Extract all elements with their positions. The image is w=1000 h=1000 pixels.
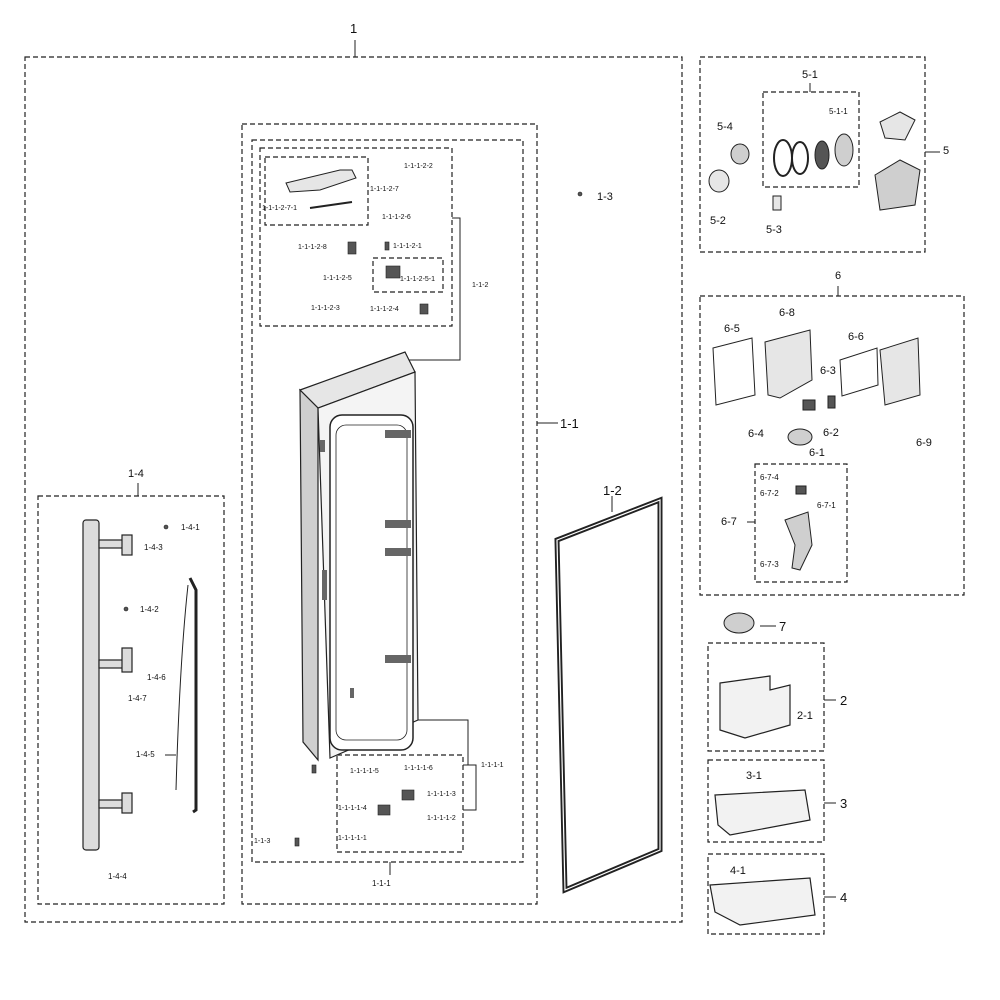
group-box-6-7: [754, 463, 848, 583]
label-1-4: 1-4: [128, 468, 144, 480]
group-box-4: [707, 853, 825, 935]
label-1-4-3: 1-4-3: [144, 543, 163, 552]
label-1-1-1-2-1: 1-1-1-2-1: [393, 243, 422, 250]
label-1-4-4: 1-4-4: [108, 872, 127, 881]
label-1-1-1-2-3: 1-1-1-2-3: [311, 305, 340, 312]
label-5-4: 5-4: [717, 121, 733, 133]
label-5: 5: [943, 145, 950, 157]
label-1-4-2: 1-4-2: [140, 605, 159, 614]
door-assembly: [298, 351, 419, 762]
label-6-8: 6-8: [779, 307, 795, 319]
label-1-1-1-2-5: 1-1-1-2-5: [323, 275, 352, 282]
label-1-1: 1-1: [560, 416, 579, 431]
label-1-2: 1-2: [603, 483, 622, 498]
label-6-7: 6-7: [721, 516, 737, 528]
label-3-1: 3-1: [746, 770, 762, 782]
label-1-1-1-1-4: 1-1-1-1-4: [338, 805, 367, 812]
label-1-1-1-1-5: 1-1-1-1-5: [350, 768, 379, 775]
group-box-1-1: [241, 123, 538, 905]
label-6-1: 6-1: [809, 447, 825, 459]
label-1-1-1-2-5-1: 1-1-1-2-5-1: [400, 276, 436, 283]
group-box-1: [24, 56, 683, 923]
label-6-4: 6-4: [748, 428, 764, 440]
label-1-1-1-2-6: 1-1-1-2-6: [382, 214, 411, 221]
group-box-1-1-1: [251, 139, 524, 863]
group-box-5: [699, 56, 926, 253]
label-6-7-3: 6-7-3: [760, 560, 779, 569]
label-2: 2: [840, 693, 848, 708]
label-1-4-6: 1-4-6: [147, 673, 166, 682]
label-3: 3: [840, 796, 848, 811]
label-1-1-1-1-1: 1-1-1-1-1: [338, 835, 367, 842]
label-5-3: 5-3: [766, 224, 782, 236]
label-6-7-1: 6-7-1: [817, 501, 836, 510]
label-1-3: 1-3: [597, 191, 613, 203]
label-4: 4: [840, 890, 848, 905]
group-box-5-1: [762, 91, 860, 188]
group-box-1-1-1-2-5: [372, 257, 444, 293]
box6-parts: [712, 329, 921, 634]
group-box-1-1-1-2-7: [264, 156, 369, 226]
label-1-4-5: 1-4-5: [136, 750, 155, 759]
group-box-1-4: [37, 495, 225, 905]
label-1-1-1-1-3: 1-1-1-1-3: [427, 791, 456, 798]
label-1-4-7: 1-4-7: [128, 694, 147, 703]
label-5-1: 5-1: [802, 69, 818, 81]
handle: [82, 519, 133, 851]
label-6-6: 6-6: [848, 331, 864, 343]
label-6-5: 6-5: [724, 323, 740, 335]
label-1-1-1-2-4: 1-1-1-2-4: [370, 306, 399, 313]
label-1-4-1: 1-4-1: [181, 523, 200, 532]
label-6-2: 6-2: [823, 427, 839, 439]
label-1-1-1-2-2: 1-1-1-2-2: [404, 163, 433, 170]
label-2-1: 2-1: [797, 710, 813, 722]
group-box-2: [707, 642, 825, 752]
label-6-9: 6-9: [916, 437, 932, 449]
label-6-7-2: 6-7-2: [760, 489, 779, 498]
label-1-1-1-2-7: 1-1-1-2-7: [370, 186, 399, 193]
bin-parts: [709, 675, 816, 926]
label-6: 6: [835, 270, 842, 282]
label-1-1-3: 1-1-3: [254, 838, 271, 845]
group-box-6: [699, 295, 965, 596]
label-6-7-4: 6-7-4: [760, 473, 779, 482]
label-1: 1: [350, 21, 358, 36]
label-6-3: 6-3: [820, 365, 836, 377]
label-1-1-1: 1-1-1: [372, 879, 391, 888]
handle-strip: [188, 577, 198, 814]
label-1-1-1-2-7-1: 1-1-1-2-7-1: [262, 205, 298, 212]
label-5-2: 5-2: [710, 215, 726, 227]
label-1-1-2: 1-1-2: [472, 282, 489, 289]
label-4-1: 4-1: [730, 865, 746, 877]
group-box-3: [707, 759, 825, 843]
label-7: 7: [779, 619, 787, 634]
label-1-1-1-2-8: 1-1-1-2-8: [298, 244, 327, 251]
label-1-1-1-1-2: 1-1-1-1-2: [427, 815, 456, 822]
label-1-1-1-1: 1-1-1-1: [481, 762, 504, 769]
group-box-1-1-1-2: [259, 147, 453, 327]
gasket: [554, 496, 663, 894]
small-parts: [123, 169, 583, 847]
label-1-1-1-1-6: 1-1-1-1-6: [404, 765, 433, 772]
box5-parts: [708, 111, 921, 211]
label-5-1-1: 5-1-1: [829, 107, 848, 116]
